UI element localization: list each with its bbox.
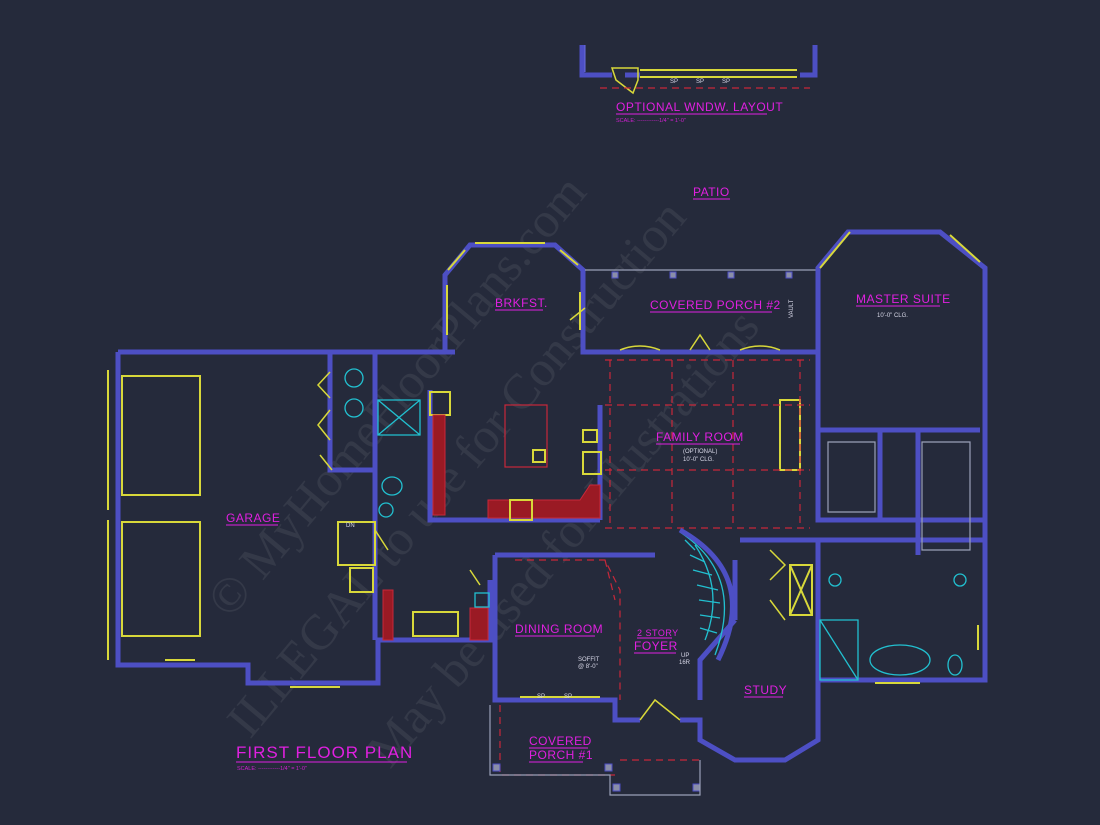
brkfst-label: BRKFST. — [495, 296, 548, 310]
kitchen-fixtures — [344, 368, 971, 681]
windows-doors — [107, 231, 981, 721]
walls — [115, 229, 988, 763]
optional-window-detail: SP SP SP OPTIONAL WNDW. LAYOUT SCALE: --… — [579, 45, 818, 124]
master-ceiling-note: 10'-0" CLG. — [877, 313, 908, 319]
family-room-ceiling-note: 10'-0" CLG. — [683, 457, 714, 463]
optional-window-scale: SCALE: ------------1/4" = 1'-0" — [616, 118, 686, 124]
sp-note: SP — [670, 79, 678, 85]
sp-note: SP — [564, 694, 572, 700]
dining-room-label: DINING ROOM — [515, 622, 603, 636]
drawing-title-block: FIRST FLOOR PLAN SCALE: ------------1/4"… — [236, 743, 413, 772]
family-room-optional-note: (OPTIONAL) — [683, 449, 717, 455]
stair-up-note: UP — [681, 653, 689, 659]
study-label: STUDY — [744, 683, 787, 697]
covered-porch-2-label: COVERED PORCH #2 — [650, 298, 781, 312]
drawing-title: FIRST FLOOR PLAN — [236, 743, 413, 762]
sp-note: SP — [722, 79, 730, 85]
sp-note: SP — [537, 694, 545, 700]
covered-porch-1-label-2: PORCH #1 — [529, 748, 593, 762]
room-labels: PATIO BRKFST. COVERED PORCH #2 VAULT MAS… — [226, 185, 951, 763]
soffit-note: SOFFIT — [578, 657, 600, 663]
stair-risers-note: 16R — [679, 660, 691, 666]
curved-staircase — [678, 527, 735, 662]
foyer-story-label: 2 STORY — [637, 628, 679, 638]
optional-window-title: OPTIONAL WNDW. LAYOUT — [616, 100, 783, 114]
columns — [489, 271, 793, 796]
covered-porch-1-label: COVERED — [529, 734, 592, 748]
soffit-height-note: @ 8'-0" — [578, 664, 598, 670]
family-room-label: FAMILY ROOM — [656, 430, 744, 444]
stair-down-note: DN — [346, 523, 355, 529]
drawing-scale: SCALE: ------------1/4" = 1'-0" — [237, 766, 307, 772]
foyer-label: FOYER — [634, 639, 678, 653]
patio-label: PATIO — [693, 185, 730, 199]
sp-note: SP — [696, 79, 704, 85]
vault-note: VAULT — [789, 299, 795, 318]
garage-label: GARAGE — [226, 511, 280, 525]
master-suite-label: MASTER SUITE — [856, 292, 951, 306]
